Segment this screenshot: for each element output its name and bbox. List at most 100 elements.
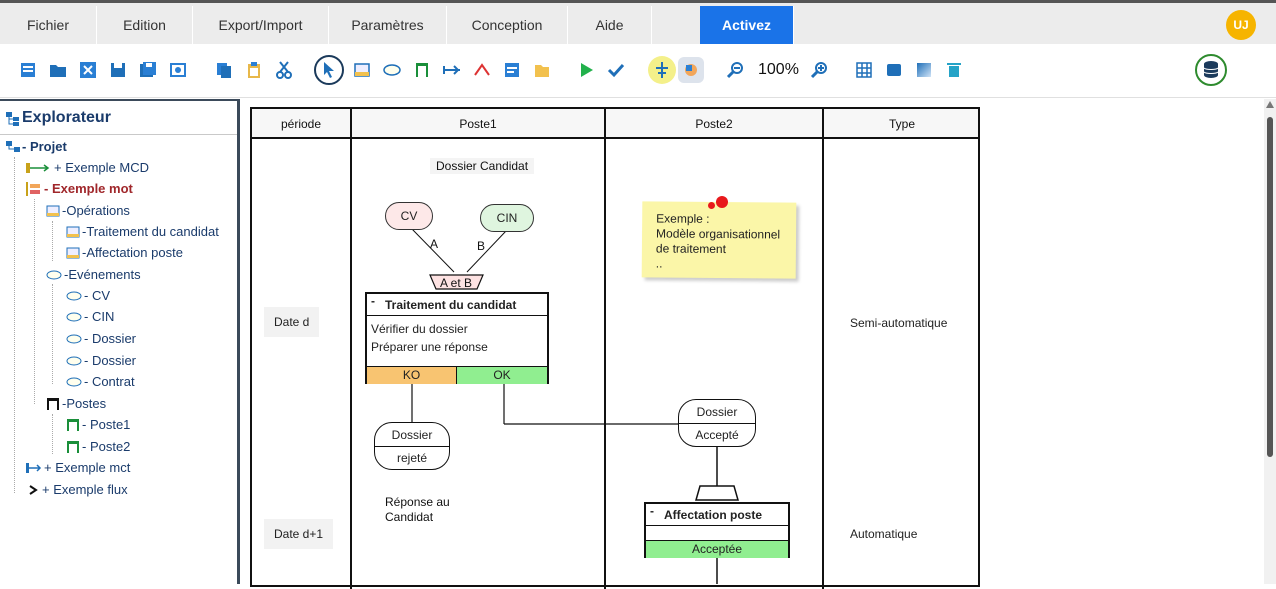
tree-item-ev-cv[interactable]: - CV bbox=[66, 286, 110, 306]
event-dossier-accepte[interactable]: Dossier Accepté bbox=[678, 399, 756, 447]
database-icon[interactable] bbox=[1195, 54, 1227, 86]
tree-item-flux[interactable]: + Exemple flux bbox=[28, 480, 128, 500]
grid-icon[interactable] bbox=[852, 58, 876, 82]
tree-item-ev-dossier-2[interactable]: - Dossier bbox=[66, 351, 136, 371]
layout-icon[interactable] bbox=[678, 57, 704, 83]
tree-item-op1[interactable]: -Traitement du candidat bbox=[66, 222, 219, 242]
export-image-icon[interactable] bbox=[166, 58, 190, 82]
flux-icon bbox=[29, 485, 38, 495]
explorer-panel: Explorateur - Projet + Exemple MCD - Exe… bbox=[0, 99, 240, 584]
tree-item-poste1[interactable]: - Poste1 bbox=[66, 415, 130, 435]
menu-fichier[interactable]: Fichier bbox=[0, 6, 97, 44]
tree-item-ev-cin[interactable]: - CIN bbox=[66, 307, 114, 327]
sticky-note[interactable]: Exemple : Modèle organisationnel de trai… bbox=[641, 201, 797, 279]
period-date-d: Date d bbox=[264, 307, 320, 337]
cut-icon[interactable] bbox=[272, 58, 296, 82]
poste-icon bbox=[67, 441, 79, 453]
mcd-icon bbox=[26, 163, 50, 173]
event-label: Dossier bbox=[375, 423, 449, 447]
note-line-2: Modèle organisationnel bbox=[655, 226, 781, 242]
copy-icon[interactable] bbox=[212, 58, 236, 82]
link-label-a: A bbox=[430, 237, 439, 251]
open-folder-icon[interactable] bbox=[46, 58, 70, 82]
close-file-icon[interactable] bbox=[76, 58, 100, 82]
user-avatar[interactable]: UJ bbox=[1226, 10, 1256, 40]
tree-label: + Exemple MCD bbox=[54, 160, 149, 175]
tree-item-operations[interactable]: -Opérations bbox=[46, 201, 130, 221]
event-tool-icon[interactable] bbox=[380, 58, 404, 82]
note-line-4: .. bbox=[655, 256, 663, 271]
note-tool-icon[interactable] bbox=[530, 58, 554, 82]
tree-item-postes[interactable]: -Postes bbox=[46, 394, 106, 414]
save-as-icon[interactable] bbox=[136, 58, 160, 82]
operation-action-1: Vérifier du dossier bbox=[371, 322, 468, 336]
tree-label: - Projet bbox=[22, 139, 67, 154]
poste-tool-icon[interactable] bbox=[410, 58, 434, 82]
tree-label: - Contrat bbox=[84, 374, 135, 389]
tree-label: - CV bbox=[84, 288, 110, 303]
link-tool-icon[interactable] bbox=[440, 58, 464, 82]
event-icon bbox=[66, 334, 82, 344]
text-tool-icon[interactable] bbox=[500, 58, 524, 82]
diagram-canvas[interactable]: période Poste1 Poste2 Type Date d Date d… bbox=[242, 99, 1264, 589]
tree-item-mcd[interactable]: + Exemple MCD bbox=[26, 158, 149, 178]
new-document-icon[interactable] bbox=[16, 58, 40, 82]
tree-label: - CIN bbox=[84, 309, 115, 324]
zoom-out-icon[interactable] bbox=[724, 58, 748, 82]
tree-item-ev-contrat[interactable]: - Contrat bbox=[66, 372, 135, 392]
zoom-in-icon[interactable] bbox=[808, 58, 832, 82]
event-icon bbox=[66, 356, 82, 366]
menu-aide[interactable]: Aide bbox=[568, 6, 652, 44]
tree-label: - Dossier bbox=[84, 353, 137, 368]
menu-export-import[interactable]: Export/Import bbox=[193, 6, 329, 44]
tree-item-op2[interactable]: -Affectation poste bbox=[66, 243, 183, 263]
header-poste1: Poste1 bbox=[459, 117, 497, 131]
mct-icon bbox=[26, 463, 42, 473]
line-tool-icon[interactable] bbox=[470, 58, 494, 82]
select-pointer-icon[interactable] bbox=[314, 55, 344, 85]
operation-icon bbox=[66, 247, 80, 259]
operation-affectation[interactable]: -Affectation poste Acceptée bbox=[644, 502, 790, 558]
menu-parametres[interactable]: Paramètres bbox=[329, 6, 447, 44]
save-icon[interactable] bbox=[106, 58, 130, 82]
event-dossier-rejete[interactable]: Dossier rejeté bbox=[374, 422, 450, 470]
period-date-d1: Date d+1 bbox=[264, 519, 334, 549]
poste-icon bbox=[47, 398, 59, 410]
operation-tool-icon[interactable] bbox=[350, 58, 374, 82]
tree-item-ev-dossier[interactable]: - Dossier bbox=[66, 329, 136, 349]
shape-fill-icon[interactable] bbox=[882, 58, 906, 82]
event-cv[interactable]: CV bbox=[385, 202, 433, 230]
gradient-icon[interactable] bbox=[912, 58, 936, 82]
pin-icon bbox=[716, 196, 728, 208]
tree-item-poste2[interactable]: - Poste2 bbox=[66, 437, 130, 457]
zoom-level: 100% bbox=[758, 61, 799, 78]
scroll-up-arrow-icon[interactable] bbox=[1266, 101, 1274, 108]
tree-label: + Exemple mct bbox=[44, 460, 131, 475]
play-icon[interactable] bbox=[574, 58, 598, 82]
explorer-header: Explorateur bbox=[0, 101, 237, 135]
type-semi-auto: Semi-automatique bbox=[850, 316, 948, 330]
tree-label: - Poste1 bbox=[82, 417, 131, 432]
reponse-line-1: Réponse au bbox=[385, 495, 450, 509]
header-periode: période bbox=[280, 117, 322, 131]
tree-item-projet[interactable]: - Projet bbox=[6, 137, 67, 157]
vertical-scrollbar[interactable] bbox=[1264, 99, 1276, 584]
tree-item-evenements[interactable]: -Evénements bbox=[46, 265, 141, 285]
event-cin[interactable]: CIN bbox=[480, 204, 534, 232]
tree-item-mot[interactable]: - Exemple mot bbox=[26, 179, 133, 199]
scroll-thumb[interactable] bbox=[1267, 117, 1273, 457]
tree-item-mct[interactable]: + Exemple mct bbox=[26, 458, 130, 478]
menu-edition[interactable]: Edition bbox=[97, 6, 193, 44]
delete-icon[interactable] bbox=[942, 58, 966, 82]
swimlane-header: période Poste1 Poste2 Type bbox=[252, 109, 978, 139]
operation-traitement[interactable]: -Traitement du candidat Vérifier du doss… bbox=[365, 292, 549, 384]
check-icon[interactable] bbox=[604, 58, 628, 82]
event-icon bbox=[46, 270, 62, 280]
event-icon bbox=[66, 377, 82, 387]
menu-activez[interactable]: Activez bbox=[700, 6, 794, 44]
paste-icon[interactable] bbox=[242, 58, 266, 82]
tree-label: + Exemple flux bbox=[42, 482, 128, 497]
align-icon[interactable] bbox=[648, 56, 676, 84]
menu-conception[interactable]: Conception bbox=[447, 6, 568, 44]
pin-icon bbox=[708, 202, 715, 209]
